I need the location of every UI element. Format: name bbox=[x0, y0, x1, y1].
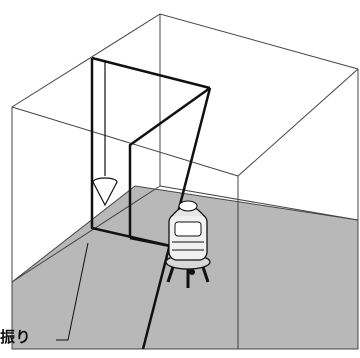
callout-label: 振り bbox=[0, 328, 31, 346]
